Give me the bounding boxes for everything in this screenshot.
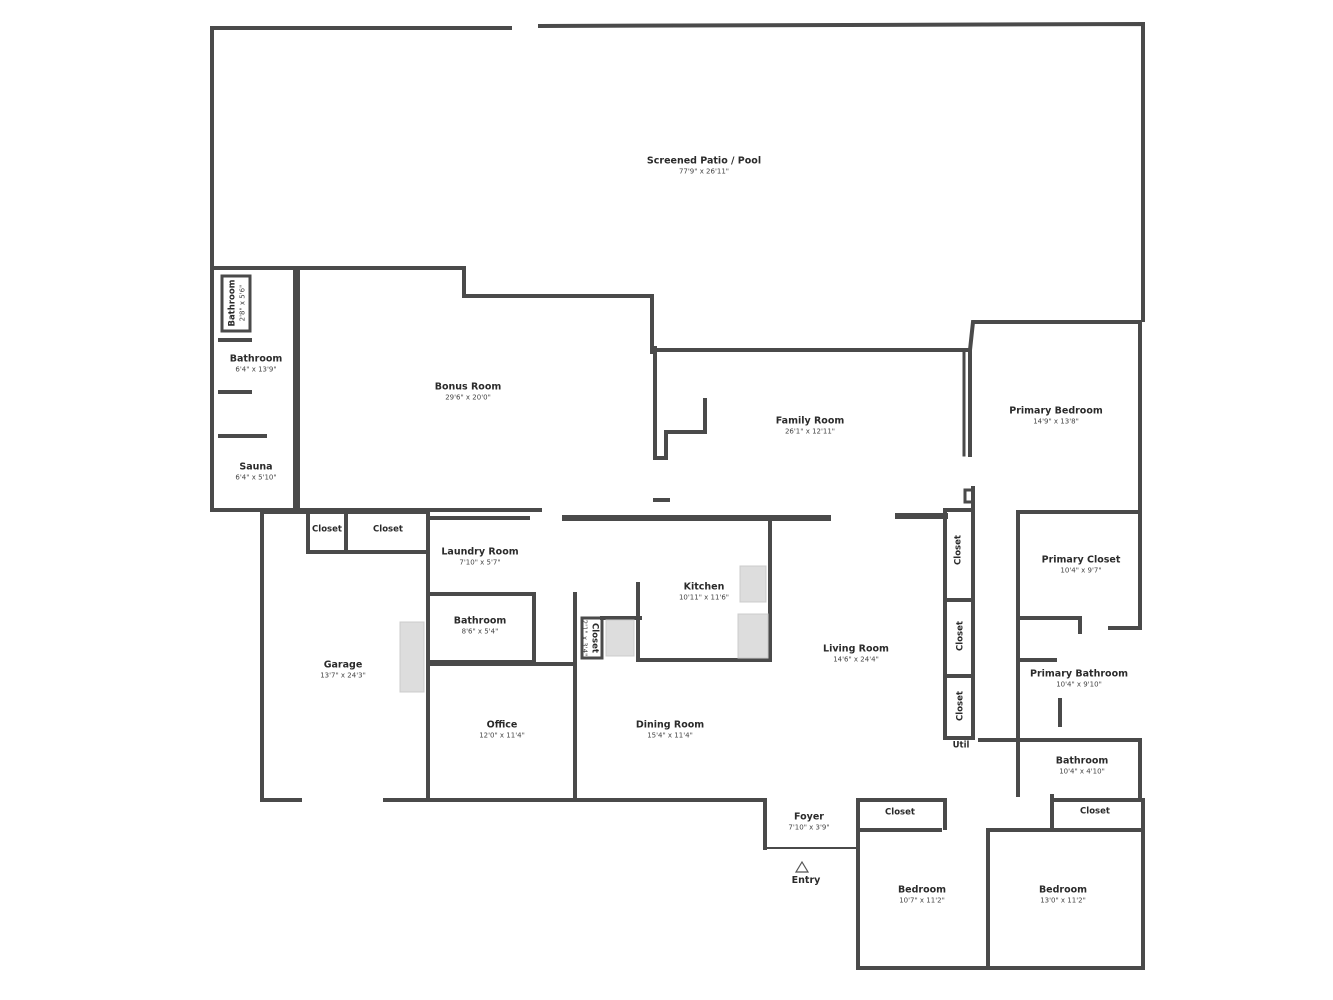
patio-wall-top xyxy=(537,21,1145,322)
kitchen-counter-2 xyxy=(737,613,769,659)
room-label-closet-bed-2: Closet xyxy=(1080,806,1110,817)
family-wall xyxy=(653,346,668,460)
primary-bedroom-wall xyxy=(967,320,1142,514)
room-label-util: Util xyxy=(952,740,970,751)
closet-small-wall xyxy=(580,616,604,660)
room-label-closet-garage-1: Closet xyxy=(312,524,342,535)
room-label-closet-hall-1: Closet xyxy=(953,535,964,565)
walls xyxy=(210,21,1145,970)
kitchen-counter xyxy=(739,565,767,603)
room-label-closet-hall-3: Closet xyxy=(955,691,966,721)
room-label-closet-bed-1: Closet xyxy=(885,807,915,818)
room-label-closet-garage-2: Closet xyxy=(373,524,403,535)
garage-wall xyxy=(260,510,302,802)
patio-wall xyxy=(210,26,512,270)
entry-label: Entry xyxy=(791,875,821,887)
bonus-wall xyxy=(296,266,657,512)
room-label-closet-hall-2: Closet xyxy=(955,621,966,651)
fixtures xyxy=(399,565,769,693)
garage-shelf xyxy=(399,621,425,693)
small-bath-wall xyxy=(220,274,252,333)
primary-closet-wall xyxy=(1016,510,1142,630)
closet-fill xyxy=(605,619,635,657)
bedroom-wall xyxy=(856,798,947,830)
entry-marker xyxy=(794,860,810,873)
